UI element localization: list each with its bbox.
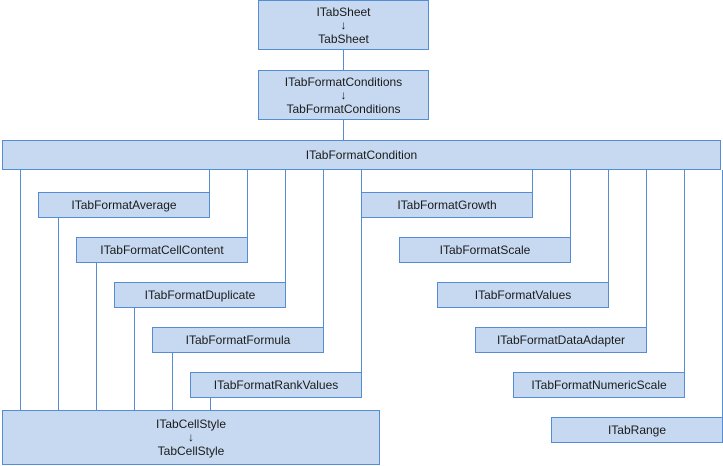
node-tab-sheet-interface: ITabSheet bbox=[316, 4, 371, 19]
node-tab-format-growth[interactable]: ITabFormatGrowth bbox=[361, 192, 533, 218]
down-arrow-icon: ↓ bbox=[340, 17, 347, 32]
connector-condition-to-cellcontent bbox=[247, 170, 248, 237]
connector-condition-to-growth bbox=[532, 170, 533, 192]
node-tab-format-duplicate[interactable]: ITabFormatDuplicate bbox=[114, 282, 286, 308]
connector-duplicate-to-cellstyle bbox=[134, 308, 135, 410]
connector-condition-to-duplicate bbox=[285, 170, 286, 282]
connector-tabsheet-to-conditions bbox=[343, 50, 344, 70]
node-tab-format-scale-label: ITabFormatScale bbox=[439, 243, 531, 257]
connector-condition-to-dataadapter bbox=[646, 170, 647, 327]
node-tab-format-condition[interactable]: ITabFormatCondition bbox=[2, 140, 721, 170]
connector-formula-to-cellstyle bbox=[172, 353, 173, 410]
connector-cellcontent-to-cellstyle bbox=[96, 263, 97, 410]
connector-rankvalues-to-cellstyle bbox=[210, 398, 211, 410]
node-tab-range[interactable]: ITabRange bbox=[551, 417, 723, 443]
connector-condition-to-rankvalues bbox=[361, 170, 362, 372]
node-tab-format-numeric-scale-label: ITabFormatNumericScale bbox=[531, 378, 667, 392]
node-tab-format-data-adapter[interactable]: ITabFormatDataAdapter bbox=[475, 327, 647, 353]
connector-condition-to-scale bbox=[570, 170, 571, 237]
node-tab-format-numeric-scale[interactable]: ITabFormatNumericScale bbox=[513, 372, 685, 398]
node-tab-format-data-adapter-label: ITabFormatDataAdapter bbox=[496, 333, 626, 347]
down-arrow-icon: ↓ bbox=[188, 430, 194, 444]
connector-average-to-cellstyle bbox=[58, 218, 59, 410]
node-tab-format-duplicate-label: ITabFormatDuplicate bbox=[144, 288, 256, 302]
node-tab-sheet-implementation: TabSheet bbox=[318, 31, 369, 46]
node-tab-format-rank-values[interactable]: ITabFormatRankValues bbox=[190, 372, 362, 398]
node-tab-format-average[interactable]: ITabFormatAverage bbox=[38, 192, 210, 218]
node-tab-format-values[interactable]: ITabFormatValues bbox=[437, 282, 609, 308]
connector-conditions-to-condition bbox=[343, 120, 344, 140]
node-tab-range-label: ITabRange bbox=[607, 423, 667, 437]
node-tab-format-values-label: ITabFormatValues bbox=[474, 288, 572, 302]
node-tab-format-average-label: ITabFormatAverage bbox=[71, 198, 177, 212]
connector-condition-to-numericscale bbox=[684, 170, 685, 372]
node-tab-format-conditions-interface: ITabFormatConditions bbox=[284, 74, 403, 89]
down-arrow-icon: ↓ bbox=[340, 87, 347, 102]
connector-condition-to-average bbox=[209, 170, 210, 192]
connector-condition-to-cellstyle bbox=[20, 170, 21, 410]
node-tab-format-rank-values-label: ITabFormatRankValues bbox=[213, 378, 339, 392]
node-tab-format-scale[interactable]: ITabFormatScale bbox=[399, 237, 571, 263]
node-tab-format-growth-label: ITabFormatGrowth bbox=[397, 198, 497, 212]
connector-condition-to-formula bbox=[323, 170, 324, 327]
node-tab-format-conditions-implementation: TabFormatConditions bbox=[286, 101, 401, 116]
node-tab-format-cell-content[interactable]: ITabFormatCellContent bbox=[76, 237, 248, 263]
connector-condition-to-values bbox=[608, 170, 609, 282]
node-tab-format-formula[interactable]: ITabFormatFormula bbox=[152, 327, 324, 353]
node-tab-sheet[interactable]: ITabSheet ↓ TabSheet bbox=[258, 0, 429, 50]
node-tab-cell-style[interactable]: ITabCellStyle ↓ TabCellStyle bbox=[2, 410, 380, 465]
node-tab-format-condition-label: ITabFormatCondition bbox=[305, 148, 418, 162]
node-tab-cell-style-implementation: TabCellStyle bbox=[157, 444, 225, 458]
node-tab-format-conditions[interactable]: ITabFormatConditions ↓ TabFormatConditio… bbox=[258, 70, 429, 120]
node-tab-format-formula-label: ITabFormatFormula bbox=[185, 333, 291, 347]
node-tab-format-cell-content-label: ITabFormatCellContent bbox=[100, 243, 224, 257]
node-tab-cell-style-interface: ITabCellStyle bbox=[155, 417, 227, 431]
